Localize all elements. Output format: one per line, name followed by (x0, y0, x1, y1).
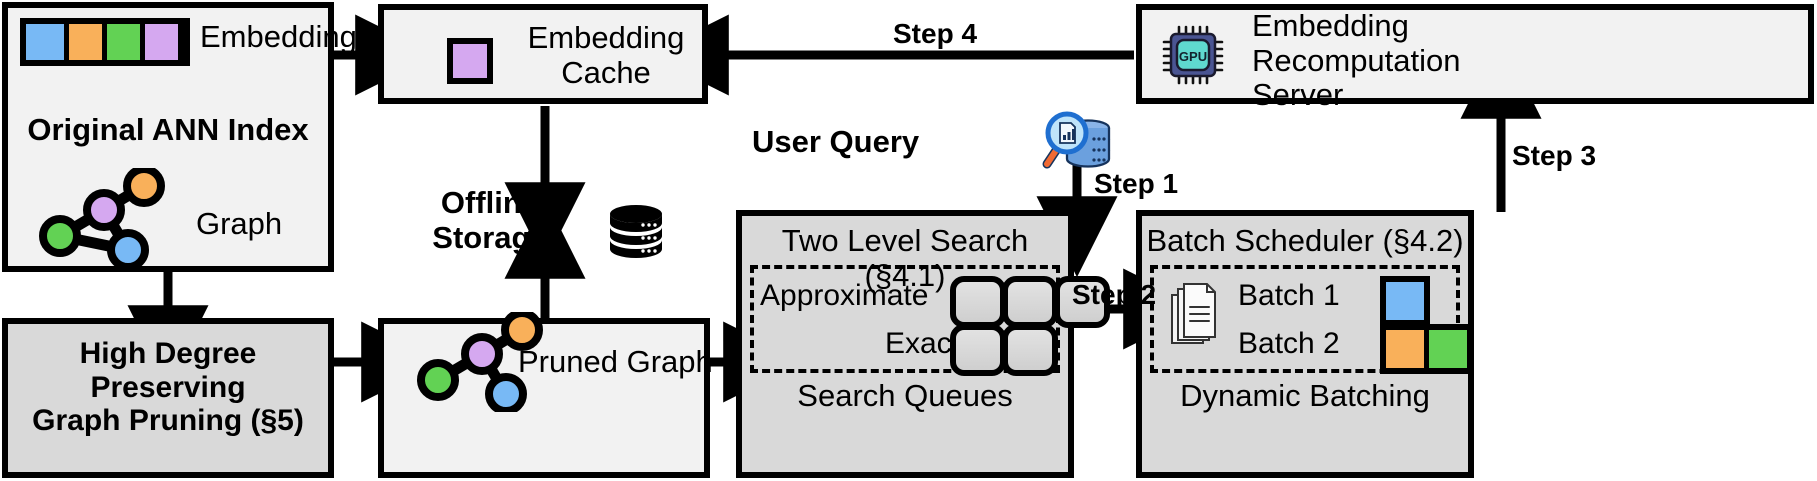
embedding-swatch-strip (20, 18, 190, 66)
step-1-label: Step 1 (1094, 168, 1179, 199)
graph-pruning-panel (2, 318, 334, 478)
batch-1-chips (1380, 276, 1430, 326)
exact-slot-group (950, 324, 1058, 376)
embedding-cache-title: Embedding Cache (527, 20, 685, 90)
batch-2-chip-orange (1386, 330, 1424, 368)
dynamic-batching-region (1150, 265, 1460, 373)
pruned-node-orange (501, 312, 543, 351)
embedding-swatch-purple (140, 24, 178, 60)
embedding-swatch-orange (64, 24, 102, 60)
step-2-label: Step 2 (1072, 279, 1157, 310)
user-query-label: User Query (752, 124, 920, 159)
exact-slot-2[interactable] (1002, 324, 1058, 376)
database-cylinder-icon (610, 205, 662, 258)
approximate-row-label: Approximate (760, 279, 929, 312)
exact-row-label: Exact (884, 327, 960, 360)
graph-node-green (39, 215, 81, 257)
recomputation-server-panel (1136, 4, 1814, 104)
pruned-graph-panel (378, 318, 710, 478)
search-queues-footer: Search Queues (797, 378, 1013, 413)
approximate-slot-3[interactable] (1054, 276, 1110, 328)
embedding-cache-swatch-icon (447, 38, 493, 84)
pruned-node-purple (461, 333, 503, 375)
batch-1-label: Batch 1 (1238, 279, 1340, 312)
step-3-label: Step 3 (1512, 140, 1597, 171)
embedding-swatch-blue (26, 24, 64, 60)
graph-label: Graph (196, 206, 283, 241)
pruned-graph-visual (417, 312, 543, 412)
pruned-node-blue (485, 373, 527, 412)
step-4-label: Step 4 (893, 18, 978, 49)
original-index-graph (39, 168, 165, 268)
batch-1-chip-blue (1386, 282, 1424, 320)
pruned-graph-label: Pruned Graph (518, 344, 713, 379)
recomputation-server-title: Embedding Recomputation Server (1252, 8, 1461, 113)
two-level-search-title: Two Level Search (§4.1) (781, 223, 1029, 293)
embedding-cache-panel (378, 4, 708, 104)
documents-stack-icon (1171, 283, 1216, 344)
dynamic-batching-footer: Dynamic Batching (1180, 378, 1430, 413)
graph-node-orange (123, 168, 165, 207)
batch-2-chip-green (1424, 330, 1467, 368)
embedding-swatch-green (102, 24, 140, 60)
graph-pruning-title: High Degree Preserving Graph Pruning (§5… (32, 337, 304, 438)
approximate-slot-1[interactable] (950, 276, 1006, 328)
svg-text:GPU: GPU (1179, 49, 1207, 64)
exact-slot-1[interactable] (950, 324, 1006, 376)
search-database-icon (1042, 111, 1111, 169)
embedding-label: Embedding (200, 19, 357, 54)
batch-scheduler-title: Batch Scheduler (§4.2) (1146, 223, 1464, 258)
original-ann-index-title: Original ANN Index (27, 112, 309, 147)
pruned-node-green (417, 359, 459, 401)
offline-storage-label: Offline Storage (432, 185, 548, 255)
approximate-slot-2[interactable] (1002, 276, 1058, 328)
batch-2-chips (1380, 324, 1473, 374)
graph-node-blue (107, 229, 149, 268)
graph-node-purple (83, 189, 125, 231)
batch-2-label: Batch 2 (1238, 327, 1340, 360)
gpu-chip-icon: GPU (1162, 25, 1224, 85)
